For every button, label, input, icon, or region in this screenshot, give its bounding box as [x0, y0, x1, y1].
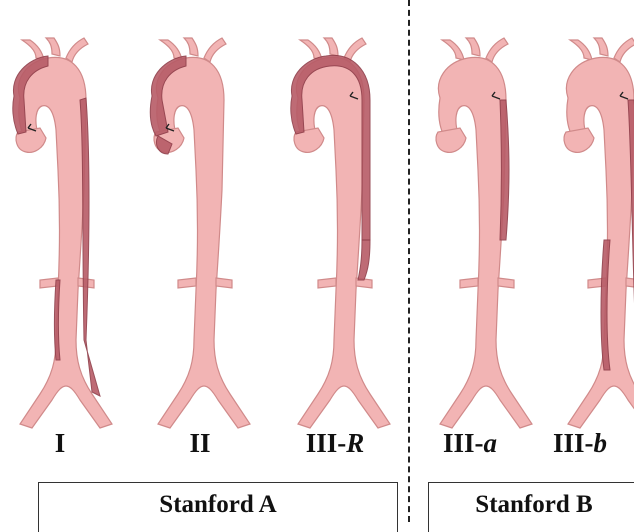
type-label-III-b: III-b: [540, 426, 620, 460]
stanford-a-label: Stanford A: [159, 491, 276, 518]
false-lumen: [358, 240, 370, 280]
aorta-figure-II: [150, 38, 250, 428]
true-lumen: [294, 38, 390, 428]
true-lumen: [16, 38, 112, 428]
true-lumen: [436, 38, 532, 428]
type-label-III-a: III-a: [430, 426, 510, 460]
stanford-b-label: Stanford B: [475, 491, 592, 518]
type-label-I: I: [30, 426, 90, 460]
type-label-II: II: [165, 426, 235, 460]
stanford-b-box: Stanford B: [428, 482, 634, 532]
stanford-a-box: Stanford A: [38, 482, 398, 532]
false-lumen: [80, 98, 100, 396]
aorta-figure-III-R: [291, 38, 390, 428]
aorta-figure-III-a: [436, 38, 532, 428]
true-lumen: [564, 38, 634, 428]
aorta-figure-I: [13, 38, 112, 428]
aorta-figure-III-b: [564, 38, 634, 428]
true-lumen: [154, 38, 250, 428]
type-label-III-R: III-R: [290, 426, 380, 460]
group-divider: [408, 0, 410, 522]
false-lumen: [500, 100, 509, 240]
